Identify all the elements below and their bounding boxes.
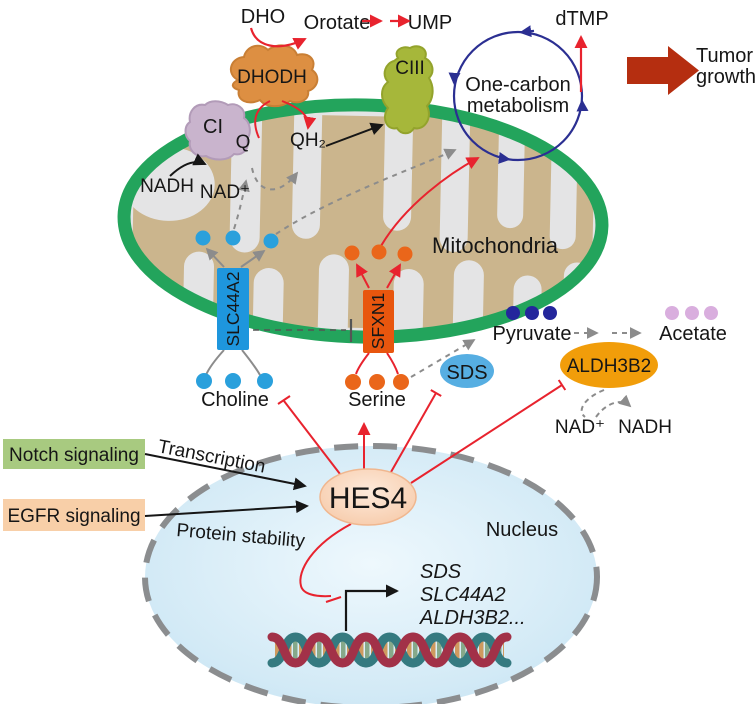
transcription-start-arrow xyxy=(344,584,399,631)
dashed-routes xyxy=(233,148,457,235)
egfr-label: EGFR signaling xyxy=(7,506,140,527)
slc44a2-transporter: SLC44A2 xyxy=(217,268,249,350)
hes4-ellipse xyxy=(319,468,417,526)
serine-label: Serine xyxy=(348,389,406,411)
mitochondria-label: Mitochondria xyxy=(432,233,559,258)
tumor-label-line2: growth xyxy=(696,66,755,88)
gene-slc44a2: SLC44A2 xyxy=(420,584,506,606)
tumor-label-line1: Tumor xyxy=(696,45,753,67)
ump-label: UMP xyxy=(408,12,452,34)
dna-strand-crimson xyxy=(267,632,512,668)
one-carbon-cycle: One-carbon metabolism xyxy=(448,25,589,164)
egfr-box xyxy=(3,499,145,531)
dho-label: DHO xyxy=(241,6,285,28)
acetate-dots xyxy=(665,306,718,320)
hes4-factor: HES4 xyxy=(319,468,417,526)
complex3-blob xyxy=(381,45,434,135)
nad-cyto-label: NAD⁺ xyxy=(555,417,605,438)
sds-ellipse xyxy=(440,354,494,388)
mito-outer-membrane xyxy=(117,98,609,344)
notch-signaling: Notch signaling xyxy=(3,439,145,469)
dhodh-label: DHODH xyxy=(237,67,307,88)
aldh3b2-enzyme: ALDH3B2 xyxy=(560,342,658,388)
slc44a2-sfxn1-inhibition xyxy=(253,319,353,342)
choline-dots-outer xyxy=(196,373,273,389)
nad-mito-label: NAD⁺ xyxy=(200,182,250,203)
q-label: Q xyxy=(236,132,251,153)
qh2-to-ciii-arrow xyxy=(325,122,384,147)
hes4-label: HES4 xyxy=(329,482,407,515)
egfr-signaling: EGFR signaling xyxy=(3,499,145,531)
pyruvate-acetate-route xyxy=(410,327,642,378)
serine-to-onecarbon-arrow xyxy=(380,157,480,247)
hes4-choline-tbar xyxy=(277,395,291,405)
orotate-label: Orotate xyxy=(304,12,371,34)
nadh-mito-label: NADH xyxy=(140,176,194,197)
hes4-sds-line xyxy=(390,392,437,473)
dhodh-q-cycle xyxy=(254,100,317,139)
one-carbon-circle xyxy=(452,30,584,162)
dhodh-blob xyxy=(229,44,319,108)
nucleus-label: Nucleus xyxy=(486,519,558,541)
gene-sds: SDS xyxy=(420,561,462,583)
hes4-choline-line xyxy=(283,400,341,475)
nadh-to-nad-arrow xyxy=(169,153,207,177)
sfxn1-label: SFXN1 xyxy=(368,293,388,349)
notch-label: Notch signaling xyxy=(9,445,139,466)
serine-dots-outer xyxy=(345,374,409,390)
hes4-regulation-lines xyxy=(277,379,567,603)
serine-dots-inner xyxy=(344,244,413,262)
slc44a2-label: SLC44A2 xyxy=(223,272,243,347)
one-carbon-line1: One-carbon xyxy=(465,74,571,96)
nad-nadh-cycle xyxy=(580,389,632,418)
choline-label: Choline xyxy=(201,389,269,411)
hes4-aldh3b2-line xyxy=(410,384,563,484)
choline-dots-inner xyxy=(195,230,279,249)
egfr-to-hes4-arrow xyxy=(144,500,309,517)
pyrimidine-arrows xyxy=(249,14,411,50)
choline-import-arrows xyxy=(205,247,266,376)
aldh3b2-label: ALDH3B2 xyxy=(567,356,652,377)
hes4-dna-repression-curve xyxy=(299,523,352,598)
slc44a2-rect xyxy=(217,268,249,350)
complex1-label: CI xyxy=(203,116,223,138)
complex1-blob xyxy=(184,100,251,161)
transcription-label: Transcription xyxy=(156,436,267,477)
complex1: CI xyxy=(184,100,251,161)
complex3-label: CIII xyxy=(395,58,425,79)
pyruvate-label: Pyruvate xyxy=(493,323,572,345)
aldh3b2-ellipse xyxy=(560,342,658,388)
dhodh-protein: DHODH xyxy=(229,44,319,108)
notch-to-hes4-arrow xyxy=(144,453,307,491)
hes4-dna-tbar xyxy=(325,596,342,603)
nadh-cyto-label: NADH xyxy=(618,417,672,438)
complex3: CIII xyxy=(381,45,434,135)
acetate-label: Acetate xyxy=(659,323,727,345)
sds-label: SDS xyxy=(446,362,487,384)
one-carbon-line2: metabolism xyxy=(467,95,569,117)
dtmp-label: dTMP xyxy=(555,8,608,30)
sfxn1-transporter: SFXN1 xyxy=(363,290,394,353)
signaling-arrows xyxy=(144,453,309,517)
hes4-aldh3b2-tbar xyxy=(557,379,567,391)
notch-box xyxy=(3,439,145,469)
tumor-growth-arrow xyxy=(627,46,699,95)
hes4-sds-tbar xyxy=(430,389,442,397)
sfxn1-rect xyxy=(363,290,394,353)
dna-helix xyxy=(267,632,512,668)
qh2-label: QH₂ xyxy=(290,130,326,151)
serine-import-arrows xyxy=(355,263,401,375)
pyruvate-dots xyxy=(506,306,557,320)
sds-enzyme: SDS xyxy=(440,354,494,388)
gene-aldh3b2: ALDH3B2... xyxy=(419,607,526,629)
